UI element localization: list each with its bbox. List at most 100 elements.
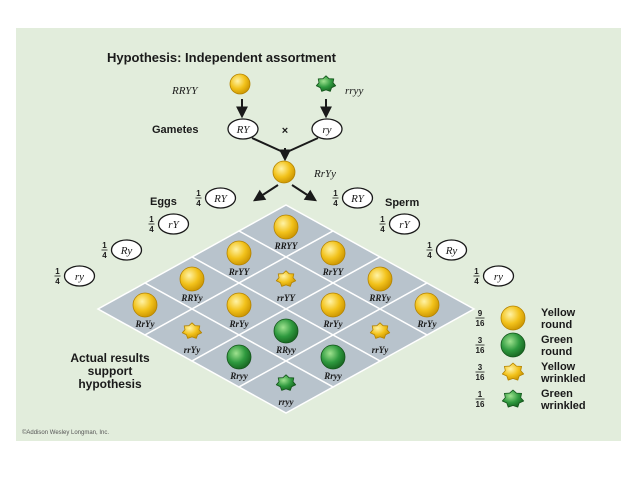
cell-genotype: Rryy — [229, 371, 249, 381]
svg-text:1: 1 — [427, 241, 432, 250]
parent-green-wrinkled-pea — [315, 75, 337, 92]
punnett-cell: rryy — [237, 360, 335, 414]
pea — [273, 214, 299, 240]
svg-text:RY: RY — [350, 193, 366, 205]
results-text: Actual results support hypothesis — [70, 351, 150, 391]
cell-genotype: RrYy — [323, 319, 344, 329]
pea — [226, 240, 252, 266]
legend-pea — [500, 305, 526, 331]
arrow-f1-eggs — [252, 184, 279, 202]
egg-fraction: 14 — [101, 241, 108, 260]
gamete-circle-left — [227, 118, 259, 140]
svg-text:1: 1 — [333, 189, 338, 198]
cell-genotype: rrYY — [277, 293, 297, 303]
cell-genotype: RRYy — [180, 293, 203, 303]
cell-genotype: RRYY — [274, 241, 299, 251]
pea — [272, 160, 296, 184]
egg-fraction: 14 — [148, 215, 155, 234]
svg-text:4: 4 — [333, 199, 338, 208]
svg-text:1: 1 — [149, 215, 154, 224]
pea — [320, 292, 346, 318]
f1-genotype: RrYy — [313, 168, 336, 180]
legend-fraction: 916 — [475, 309, 485, 328]
svg-text:16: 16 — [476, 400, 485, 409]
svg-text:16: 16 — [476, 346, 485, 355]
gametes-label: Gametes — [152, 124, 198, 136]
svg-text:4: 4 — [55, 277, 60, 286]
sperm-fraction: 14 — [426, 241, 433, 260]
pea — [181, 322, 203, 339]
svg-text:rY: rY — [168, 219, 180, 231]
svg-text:1: 1 — [478, 390, 483, 399]
svg-text:1: 1 — [102, 241, 107, 250]
svg-text:4: 4 — [474, 277, 479, 286]
svg-text:4: 4 — [196, 199, 201, 208]
legend-label-line2: round — [541, 319, 572, 331]
gamete-right-text: ry — [322, 124, 331, 136]
cell-genotype: rrYy — [372, 345, 390, 355]
pea — [275, 270, 297, 287]
svg-text:1: 1 — [55, 267, 60, 276]
svg-text:16: 16 — [476, 319, 485, 328]
svg-text:rY: rY — [399, 219, 411, 231]
parent-yellow-round-pea — [229, 73, 251, 95]
legend-label-line2: wrinkled — [540, 400, 586, 412]
sperm-fraction: 14 — [332, 189, 339, 208]
eggs-label: Eggs — [150, 196, 177, 208]
arrow-gamete-right-f1 — [286, 137, 319, 153]
sperm-label: Sperm — [385, 197, 419, 209]
gamete-circle-right — [311, 118, 343, 140]
legend-pea — [501, 362, 525, 381]
cell-genotype: RrYy — [135, 319, 156, 329]
sperm-gamete: rY — [388, 213, 421, 235]
pea — [179, 266, 205, 292]
egg-fraction: 14 — [195, 189, 202, 208]
svg-text:9: 9 — [478, 309, 483, 318]
pea — [226, 344, 252, 370]
results-line-3: hypothesis — [78, 377, 142, 391]
legend-label-line1: Yellow — [541, 361, 576, 373]
svg-text:3: 3 — [478, 363, 483, 372]
sperm-gamete: RY — [341, 187, 374, 209]
egg-gamete: RY — [204, 187, 237, 209]
pea — [369, 322, 391, 339]
legend-pea — [501, 389, 525, 408]
pea — [132, 292, 158, 318]
egg-gamete: rY — [157, 213, 190, 235]
cross-symbol: × — [282, 125, 288, 137]
svg-text:3: 3 — [478, 336, 483, 345]
cell-genotype: RrYy — [417, 319, 438, 329]
pea — [320, 240, 346, 266]
arrow-f1-sperm — [291, 184, 318, 202]
legend-label-line1: Green — [541, 388, 573, 400]
copyright-credit: ©Addison Wesley Longman, Inc. — [22, 429, 109, 436]
results-line-1: Actual results — [70, 351, 150, 365]
punnett-square: RRYYRrYYRRYyRrYyRrYYrrYYRrYyrrYyRRYyRrYy… — [96, 204, 476, 414]
svg-text:Ry: Ry — [120, 245, 133, 257]
svg-text:4: 4 — [102, 251, 107, 260]
legend-label-line2: round — [541, 346, 572, 358]
sperm-fraction: 14 — [473, 267, 480, 286]
cell-genotype: rryy — [279, 397, 295, 407]
legend-label-line2: wrinkled — [540, 373, 586, 385]
cell-genotype: RrYy — [229, 319, 250, 329]
arrow-gamete-left-f1 — [251, 137, 284, 153]
egg-gamete: Ry — [110, 239, 143, 261]
legend-fraction: 316 — [475, 336, 485, 355]
cell-genotype: RrYY — [228, 267, 251, 277]
gamete-left-text: RY — [236, 124, 252, 136]
svg-text:1: 1 — [380, 215, 385, 224]
svg-text:RY: RY — [213, 193, 229, 205]
svg-text:Ry: Ry — [445, 245, 458, 257]
svg-text:ry: ry — [75, 271, 84, 283]
legend-fraction: 116 — [475, 390, 485, 409]
parent-yellow-round-genotype: RRYY — [171, 85, 199, 97]
phenotype-ratio-legend: 916Yellowround316Greenround316Yellowwrin… — [475, 305, 586, 412]
svg-text:1: 1 — [196, 189, 201, 198]
legend-pea — [500, 332, 526, 358]
svg-text:4: 4 — [427, 251, 432, 260]
